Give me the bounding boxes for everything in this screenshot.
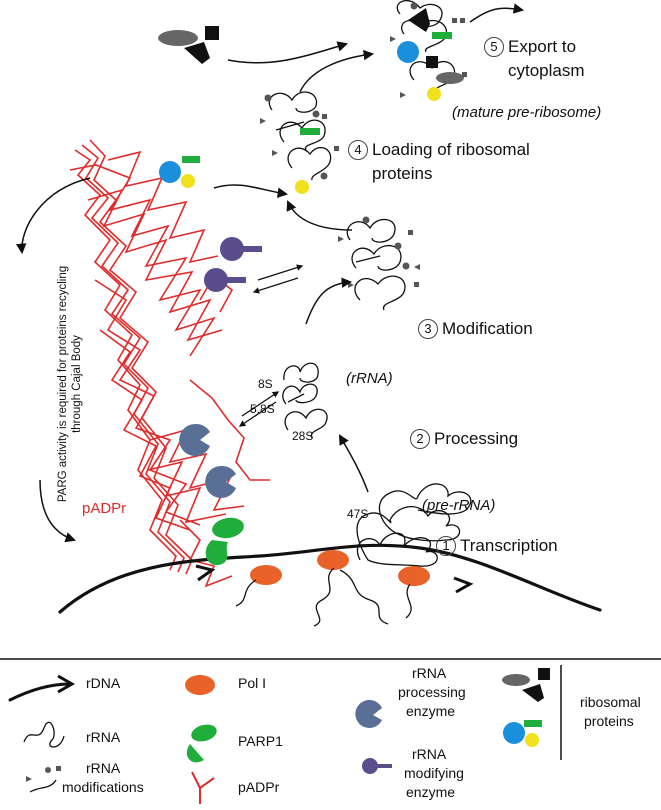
- step-4-number: 4: [348, 140, 368, 160]
- legend-parp1-label: PARP1: [238, 733, 283, 749]
- step-1-number: 1: [436, 536, 456, 556]
- parg-note: PARG activity is required for proteins r…: [57, 265, 83, 503]
- step-4-text-line1: Loading of ribosomal: [372, 140, 530, 159]
- step-2-text: Processing: [434, 429, 519, 448]
- legend-rdna-label: rDNA: [86, 675, 121, 691]
- legend-modification-symbol: [26, 766, 61, 793]
- pre-rrna-label: (pre-rRNA): [422, 497, 496, 514]
- legend-pol1-label: Pol I: [238, 675, 267, 691]
- protein-cluster-on-padpr: [159, 156, 200, 188]
- processing-enzymes: [179, 423, 236, 498]
- legend-modifying-label-1: rRNA: [412, 746, 447, 762]
- legend-parp1-symbol: [186, 724, 217, 763]
- green-protein-4: [300, 128, 320, 135]
- legend-modifying-label-3: enzyme: [406, 784, 456, 800]
- label-47s: 47S: [347, 507, 369, 521]
- step-5-label-line2: cytoplasm: [508, 61, 585, 80]
- process-arrows: [16, 3, 525, 543]
- step-4-label-line2: proteins: [372, 164, 433, 183]
- equilibrium-arrows: [238, 264, 304, 427]
- legend-processing-symbol: [355, 699, 382, 728]
- pol1-enzymes: [250, 550, 430, 586]
- label-5-8s: 5.8S: [250, 402, 275, 416]
- legend-rrna-mod-label-1: rRNA: [86, 760, 121, 776]
- legend-padpr-label: pADPr: [238, 779, 280, 795]
- step-5-text-line1: Export to: [508, 37, 577, 56]
- mature-pre-ribosome-label: (mature pre-ribosome): [452, 104, 602, 121]
- rdna-strand: [58, 543, 602, 614]
- step-3-text: Modification: [442, 319, 533, 338]
- legend-ribosomal-label-1: ribosomal: [580, 694, 641, 710]
- legend-rrna-label: rRNA: [86, 729, 121, 745]
- legend-padpr-symbol: [191, 771, 215, 804]
- padpr-label: pADPr: [82, 500, 127, 517]
- step-5-number: 5: [484, 37, 504, 57]
- step-2-number: 2: [410, 429, 430, 449]
- legend-modifying-symbol: [362, 758, 392, 774]
- modification-marks-4: [260, 94, 339, 180]
- padpr-polymer: [69, 139, 270, 588]
- rdna-arrow-2: [453, 576, 474, 594]
- label-28s: 28S: [292, 429, 314, 443]
- modification-marks-3: [338, 216, 420, 288]
- modified-rrna: [346, 218, 406, 311]
- legend-ribosomal-label-2: proteins: [584, 713, 634, 729]
- legend-processing-label-2: processing: [398, 684, 466, 700]
- ribosomal-protein-complex-top: [158, 26, 219, 64]
- step-3-number: 3: [418, 319, 438, 339]
- legend-rrna-mod-label-2: modifications: [62, 779, 144, 795]
- loading-rrna: [268, 91, 332, 181]
- mature-pre-ribosome: [390, 0, 467, 101]
- pre-rrna-47s: [356, 483, 472, 567]
- step-1-text: Transcription: [460, 536, 558, 555]
- nascent-transcripts: [235, 567, 412, 627]
- legend-processing-label-1: rRNA: [412, 665, 447, 681]
- label-8s: 8S: [258, 377, 273, 391]
- legend-rdna-symbol: [8, 682, 72, 702]
- legend-ribosomal-proteins-symbol: [502, 668, 550, 747]
- legend-rdna-arrowhead: [57, 674, 76, 694]
- legend-modifying-label-2: modifying: [404, 765, 464, 781]
- legend-processing-label-3: enzyme: [406, 703, 456, 719]
- modifying-enzymes: [204, 237, 262, 292]
- legend-rrna-symbol: [23, 721, 65, 748]
- yellow-protein-4: [295, 180, 309, 194]
- parp1: [205, 517, 244, 566]
- rdna-arrow-1: [195, 564, 216, 582]
- legend-pol1-symbol: [185, 675, 215, 695]
- rrna-8s-5-8s-28s: [282, 362, 328, 439]
- rrna-label: (rRNA): [346, 370, 393, 387]
